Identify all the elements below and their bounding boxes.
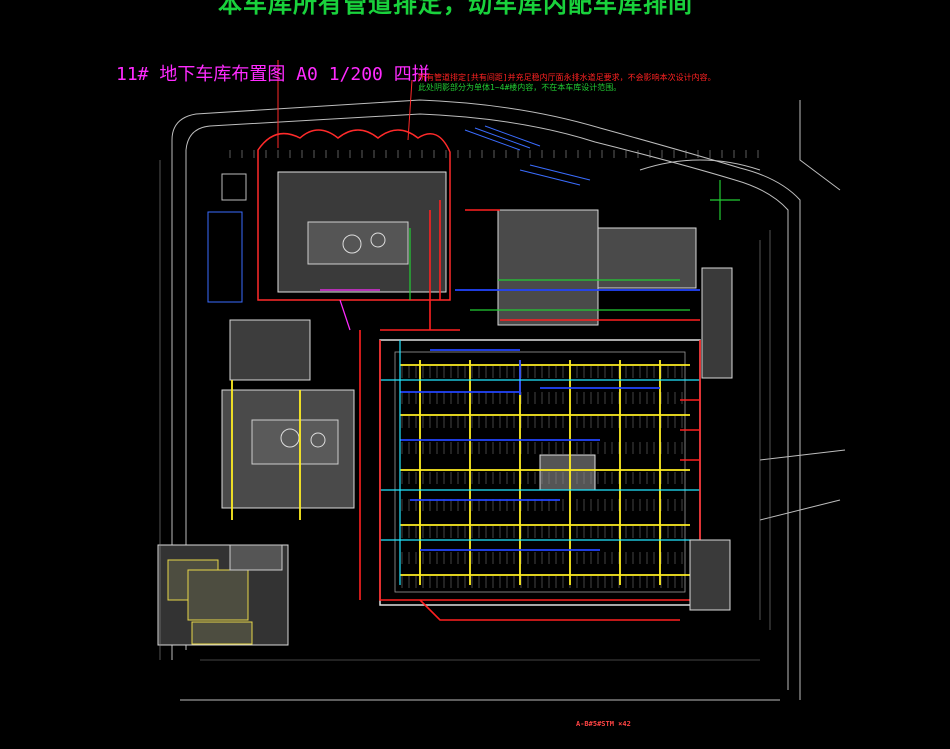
- note-line-1: 所有管道排定[共有间距]并充足稳内厅面永排水道足要求，不会影响本次设计内容。: [418, 73, 716, 82]
- surface-parking: [207, 125, 591, 303]
- road-ticks: [229, 150, 759, 158]
- ramp-right-top: [701, 267, 733, 379]
- top-banner-text: 本车库所有管道排定，动车库内配车库排间: [218, 0, 693, 18]
- building-block-d: [157, 544, 289, 646]
- central-court: [539, 454, 596, 491]
- note-line-2: 此处阴影部分为单体1~4#楼内容，不在本车库设计范围。: [418, 83, 622, 92]
- scale-label: A-B#5#STM ×42: [576, 720, 631, 728]
- parking-stalls: [401, 366, 683, 588]
- site-boundary: [171, 99, 846, 701]
- dimension-lines: [159, 160, 771, 661]
- pipe-network: [231, 180, 740, 621]
- building-block-b: [497, 209, 599, 326]
- drawing-title: 11# 地下车库布置图 A0 1/200 四拼: [116, 64, 430, 85]
- ramp-right-bottom: [689, 539, 731, 611]
- red-boundary-loop: [257, 129, 451, 301]
